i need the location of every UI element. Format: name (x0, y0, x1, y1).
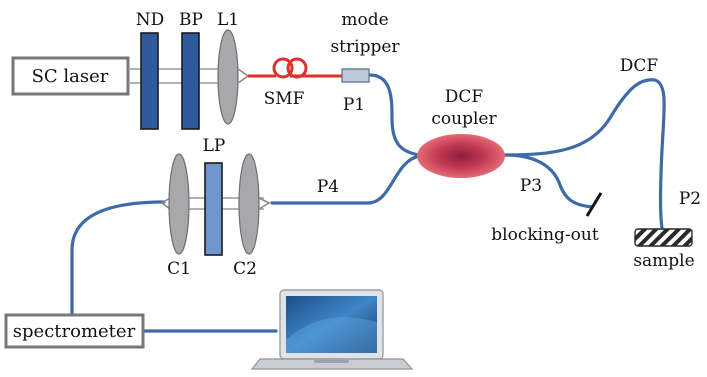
l1-focus-cone (237, 68, 250, 84)
c1-label: C1 (167, 259, 191, 279)
sample (634, 228, 693, 247)
smf-fiber (248, 57, 342, 79)
nd-filter (140, 32, 159, 130)
mode-stripper (341, 68, 370, 83)
fiber-dcf-p2 (503, 78, 666, 230)
p4-label: P4 (317, 177, 339, 197)
mode-stripper-label-line1: mode (341, 10, 388, 30)
fiber-to-spectrometer (70, 200, 166, 317)
c1-focus-cone (160, 197, 171, 210)
c1-lens (168, 153, 190, 255)
dcf-coupler (417, 134, 505, 178)
l1-label: L1 (217, 10, 239, 30)
bp-filter (181, 32, 200, 130)
fiber-p3 (503, 153, 594, 209)
dcf-label: DCF (620, 56, 659, 76)
dcf-coupler-label-line1: DCF (445, 87, 484, 107)
c2-label: C2 (233, 259, 257, 279)
fiber-p4 (270, 154, 422, 205)
sample-label: sample (633, 251, 694, 271)
lp-label: LP (203, 136, 226, 156)
smf-label: SMF (264, 89, 305, 109)
lp-filter (204, 162, 223, 256)
blocking-out-label: blocking-out (491, 225, 599, 245)
c2-lens (238, 153, 260, 255)
c2-focus-cone (258, 197, 271, 210)
l1-lens (217, 29, 239, 125)
sc-laser-box (11, 56, 130, 96)
p1-label: P1 (343, 95, 365, 115)
sc-laser-label: SC laser (32, 66, 109, 87)
laptop-icon (250, 289, 414, 370)
blocking-out-block (585, 192, 603, 217)
p2-label: P2 (679, 189, 701, 209)
nd-label: ND (136, 10, 165, 30)
spectrometer-label: spectrometer (13, 321, 136, 342)
fiber-paths (70, 73, 666, 333)
p3-label: P3 (520, 176, 542, 196)
bp-label: BP (179, 10, 203, 30)
mode-stripper-label-line2: stripper (330, 37, 400, 57)
fiber-p1 (368, 73, 422, 157)
dcf-coupler-label-line2: coupler (431, 109, 497, 129)
spectrometer-box (4, 313, 145, 349)
